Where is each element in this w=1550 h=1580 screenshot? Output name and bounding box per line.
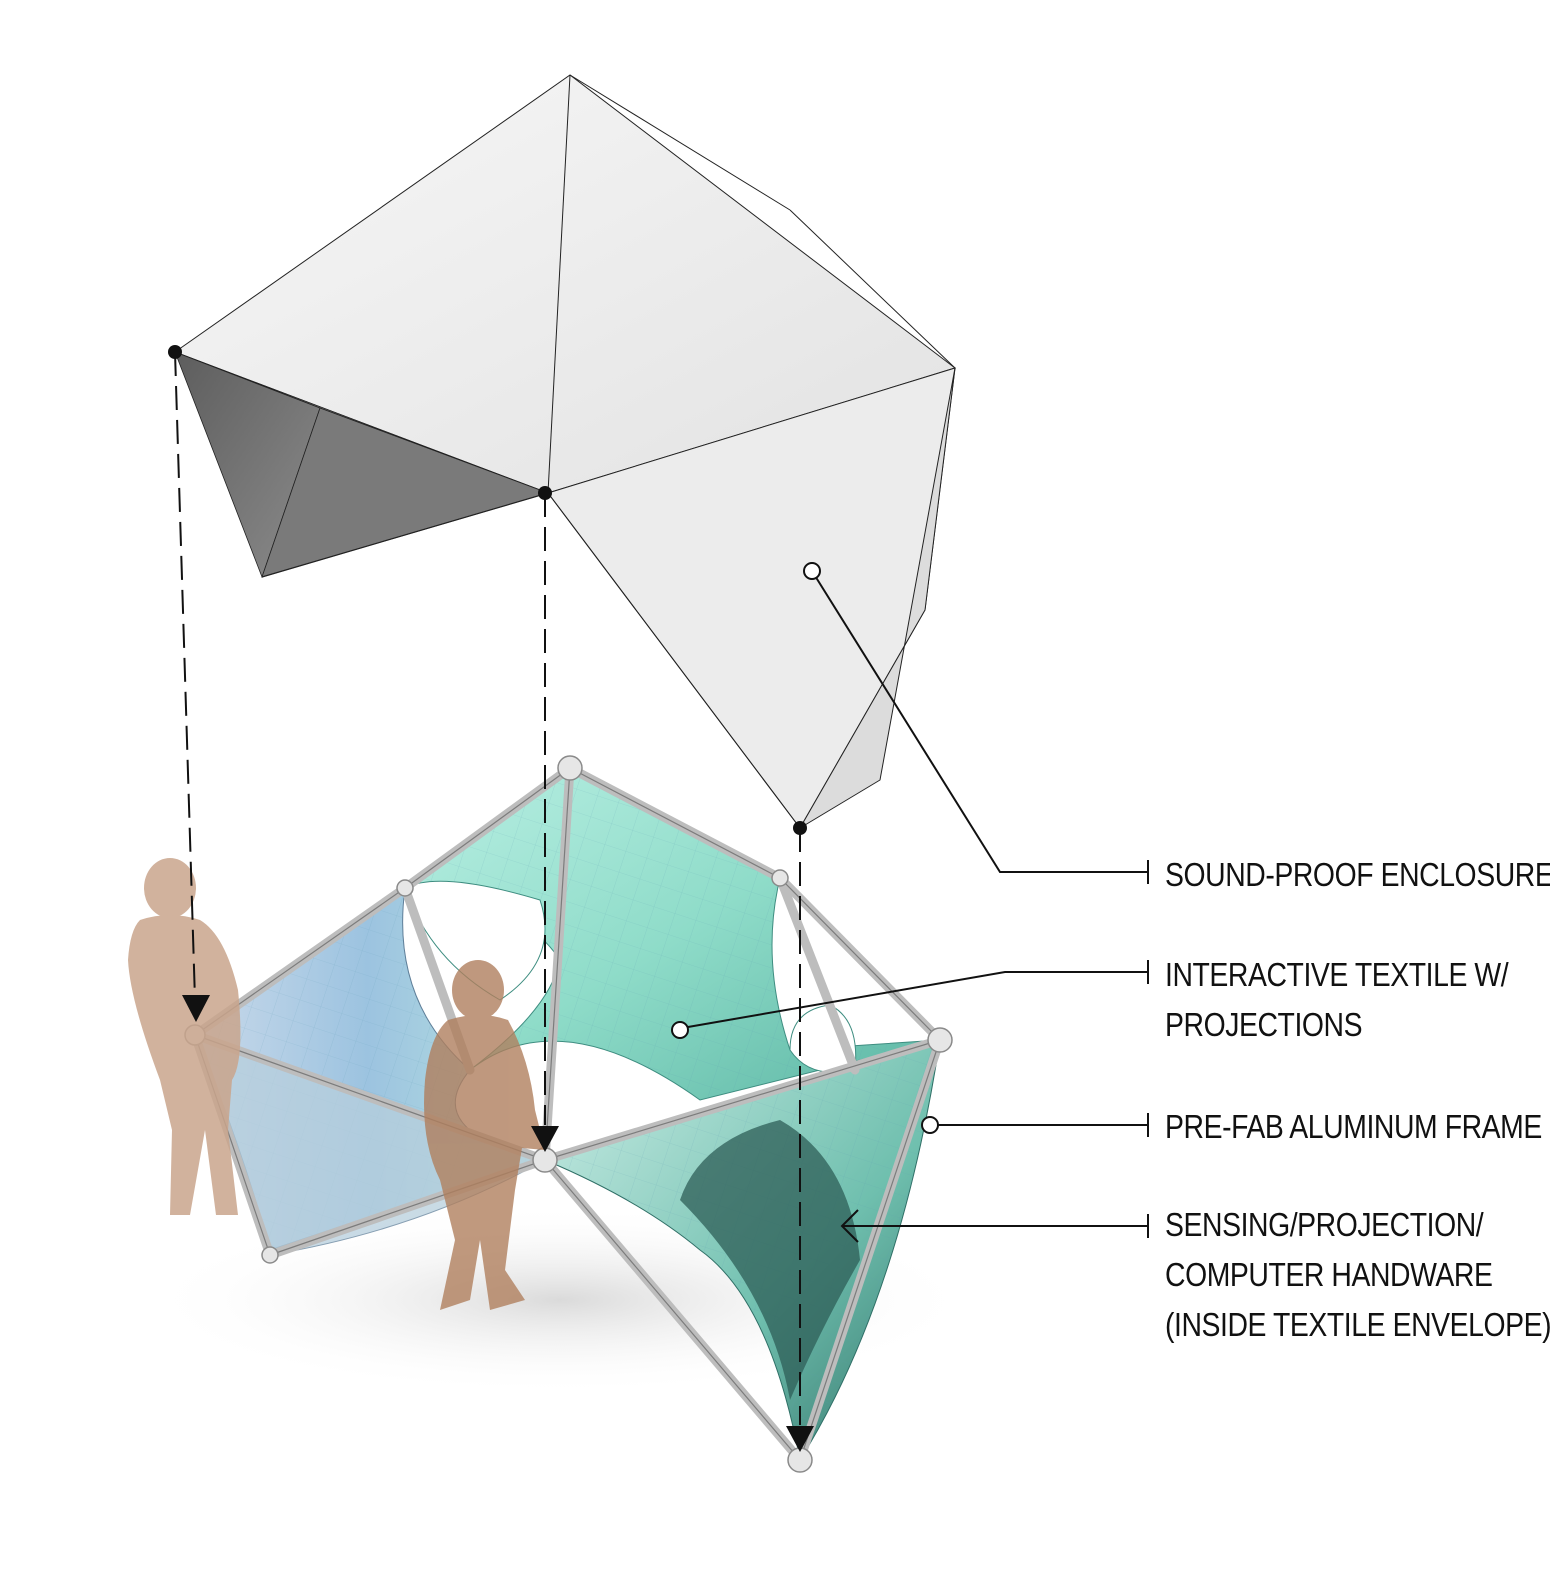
label-interactive-textile: INTERACTIVE TEXTILE W/ PROJECTIONS [1165, 956, 1509, 1043]
leader-lines [687, 570, 1149, 1243]
assembly-arrowheads [182, 995, 814, 1452]
sound-proof-enclosure [173, 74, 957, 830]
human-figure-child [424, 960, 545, 1310]
label-hardware: SENSING/PROJECTION/ COMPUTER HANDWARE (I… [1165, 1206, 1550, 1343]
assembly-guide-lines [174, 351, 801, 1425]
attachment-points [168, 345, 807, 835]
label-sound-proof-enclosure: SOUND-PROOF ENCLOSURE [1165, 856, 1550, 893]
label-aluminum-frame: PRE-FAB ALUMINUM FRAME [1165, 1108, 1542, 1145]
human-figure-adult [128, 858, 241, 1215]
leader-targets [671, 562, 939, 1134]
